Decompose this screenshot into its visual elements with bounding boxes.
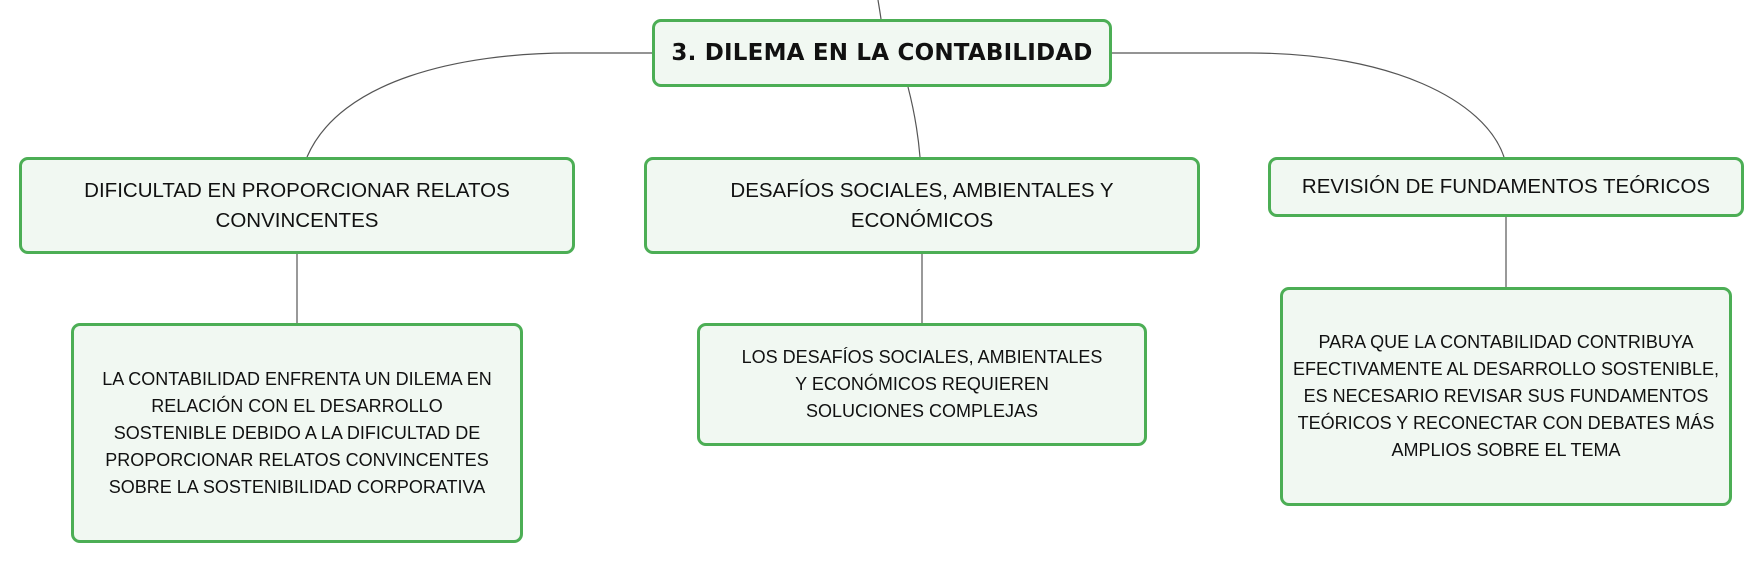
detail-node-text: LOS DESAFÍOS SOCIALES, AMBIENTALES Y ECO… [741,347,1103,421]
detail-node-relatos[interactable]: LA CONTABILIDAD ENFRENTA UN DILEMA EN RE… [71,323,523,543]
branch-node-relatos[interactable]: DIFICULTAD EN PROPORCIONAR RELATOS CONVI… [19,157,575,254]
branch-node-fundamentos[interactable]: REVISIÓN DE FUNDAMENTOS TEÓRICOS [1268,157,1744,217]
root-node-label: 3. DILEMA EN LA CONTABILIDAD [671,40,1093,66]
detail-node-text: PARA QUE LA CONTABILIDAD CONTRIBUYA EFEC… [1292,332,1720,460]
detail-node-desafios[interactable]: LOS DESAFÍOS SOCIALES, AMBIENTALES Y ECO… [697,323,1147,446]
connector-root-to-branch-1 [306,52,652,158]
detail-node-text: LA CONTABILIDAD ENFRENTA UN DILEMA EN RE… [102,368,492,497]
branch-node-label: REVISIÓN DE FUNDAMENTOS TEÓRICOS [1301,175,1711,198]
connector-root-to-branch-3 [1112,52,1505,158]
branch-node-label: DESAFÍOS SOCIALES, AMBIENTALES Y ECONÓMI… [730,178,1114,232]
connector-root-to-branch-2 [907,86,921,158]
root-node[interactable]: 3. DILEMA EN LA CONTABILIDAD [652,19,1112,87]
connector-parent-to-root [877,0,882,20]
branch-node-desafios[interactable]: DESAFÍOS SOCIALES, AMBIENTALES Y ECONÓMI… [644,157,1200,254]
detail-node-fundamentos[interactable]: PARA QUE LA CONTABILIDAD CONTRIBUYA EFEC… [1280,287,1732,506]
branch-node-label: DIFICULTAD EN PROPORCIONAR RELATOS CONVI… [84,178,510,232]
